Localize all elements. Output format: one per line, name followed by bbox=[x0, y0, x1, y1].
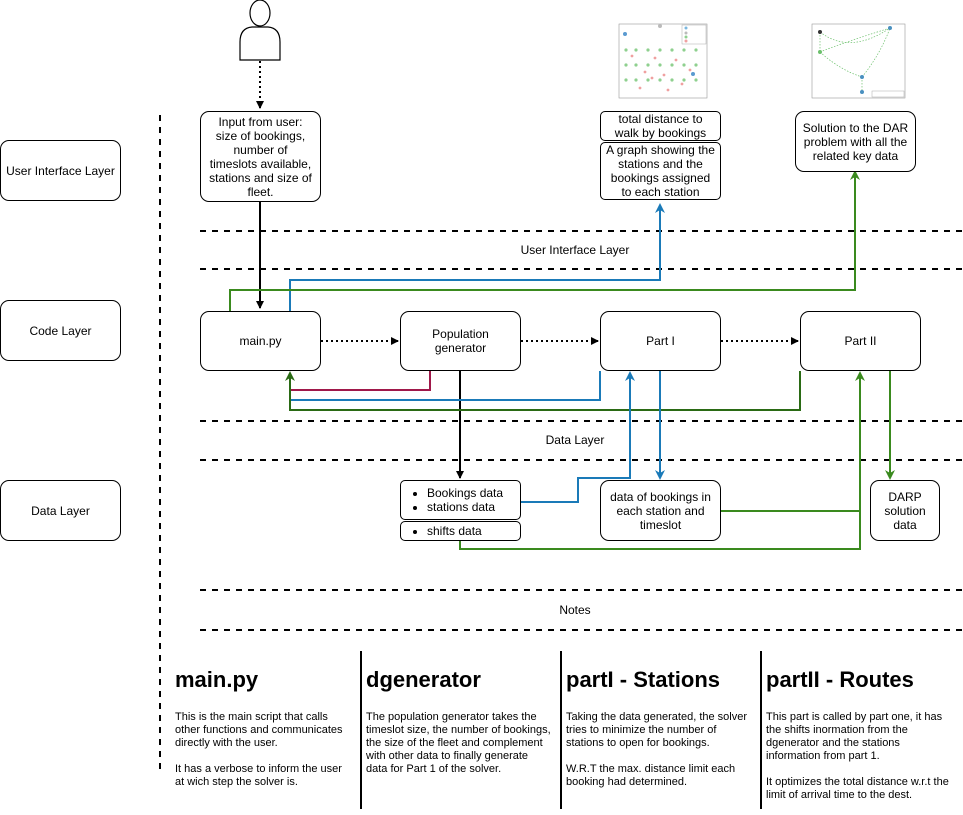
user-input-box: Input from user: size of bookings, numbe… bbox=[200, 111, 321, 202]
layer-ui-label: User Interface Layer bbox=[0, 140, 121, 201]
population-generator-text: Population generator bbox=[432, 327, 489, 355]
layer-code-text: Code Layer bbox=[29, 323, 92, 338]
main-to-graph-line bbox=[289, 203, 665, 311]
note-main-body: This is the main script that calls other… bbox=[175, 711, 353, 802]
list-item-bookings: Bookings data bbox=[427, 486, 503, 500]
note-dgen-p1: The population generator takes the times… bbox=[366, 711, 551, 775]
user-actor-icon bbox=[239, 0, 281, 61]
note-dgen-body: The population generator takes the times… bbox=[366, 711, 552, 789]
main-to-dar-line bbox=[229, 170, 860, 311]
note-dgen-title: dgenerator bbox=[366, 667, 481, 692]
scatter-thumbnail bbox=[611, 20, 710, 107]
shifts-to-part2-line bbox=[459, 373, 861, 550]
part2-box: Part II bbox=[800, 311, 921, 371]
dar-solution-text: Solution to the DAR problem with all the… bbox=[802, 120, 909, 163]
band-data-label: Data Layer bbox=[545, 433, 605, 447]
station-data-to-part2-line bbox=[721, 371, 865, 512]
total-distance-output: total distance to walk by bookings bbox=[600, 111, 721, 141]
main-py-text: main.py bbox=[239, 334, 282, 348]
note-main-divider bbox=[360, 651, 362, 809]
bookings-in-station-text: data of bookings in each station and tim… bbox=[610, 489, 711, 532]
main-py-box: main.py bbox=[200, 311, 321, 371]
note-part1-p2: W.R.T the max. distance limit each booki… bbox=[566, 763, 736, 788]
user-input-text: Input from user: size of bookings, numbe… bbox=[209, 114, 312, 199]
dar-solution-output: Solution to the DAR problem with all the… bbox=[795, 111, 916, 172]
note-part2-title: partII - Routes bbox=[766, 667, 914, 692]
total-distance-text: total distance to walk by bookings bbox=[614, 112, 707, 140]
layer-code-label: Code Layer bbox=[0, 300, 121, 361]
population-to-main-line bbox=[290, 371, 431, 391]
layer-data-label: Data Layer bbox=[0, 480, 121, 541]
darp-solution-box: DARP solution data bbox=[870, 480, 940, 541]
part2-text: Part II bbox=[844, 334, 877, 348]
bookings-stations-data-box: Bookings data stations data bbox=[400, 480, 521, 520]
part1-box: Part I bbox=[600, 311, 721, 371]
population-generator-box: Population generator bbox=[400, 311, 521, 371]
note-main-p1: This is the main script that calls other… bbox=[175, 711, 343, 749]
note-part1-divider bbox=[760, 651, 762, 809]
bookings-to-part1-line bbox=[521, 371, 635, 503]
note-dgen-divider bbox=[560, 651, 562, 809]
band-ui-label: User Interface Layer bbox=[520, 243, 630, 257]
note-main-p2: It has a verbose to inform the user at w… bbox=[175, 763, 342, 788]
layer-ui-text: User Interface Layer bbox=[6, 163, 115, 178]
shifts-data-box: shifts data bbox=[400, 521, 521, 541]
note-part1-p1: Taking the data generated, the solver tr… bbox=[566, 711, 748, 749]
note-part2-p1: This part is called by part one, it has … bbox=[766, 711, 943, 762]
note-part2-p2: It optimizes the total distance w.r.t th… bbox=[766, 776, 949, 801]
part2-to-main-line bbox=[285, 371, 801, 411]
list-item-shifts: shifts data bbox=[427, 524, 482, 538]
bookings-in-station-box: data of bookings in each station and tim… bbox=[600, 480, 721, 541]
layer-data-text: Data Layer bbox=[31, 503, 90, 518]
note-part1-body: Taking the data generated, the solver tr… bbox=[566, 711, 752, 802]
note-part1-title: partI - Stations bbox=[566, 667, 721, 692]
list-item-stations: stations data bbox=[427, 500, 503, 514]
route-graph-thumbnail bbox=[805, 20, 907, 107]
note-part2-body: This part is called by part one, it has … bbox=[766, 711, 952, 815]
note-main-title: main.py bbox=[175, 667, 259, 692]
stations-graph-output: A graph showing the stations and the boo… bbox=[600, 142, 721, 200]
darp-solution-text: DARP solution data bbox=[884, 489, 926, 532]
band-notes-label: Notes bbox=[559, 603, 591, 617]
part1-to-main-line bbox=[290, 371, 601, 401]
bookings-stations-list: Bookings data stations data bbox=[411, 486, 503, 514]
shifts-list: shifts data bbox=[411, 524, 482, 538]
stations-graph-text: A graph showing the stations and the boo… bbox=[606, 143, 715, 199]
part1-text: Part I bbox=[646, 334, 675, 348]
